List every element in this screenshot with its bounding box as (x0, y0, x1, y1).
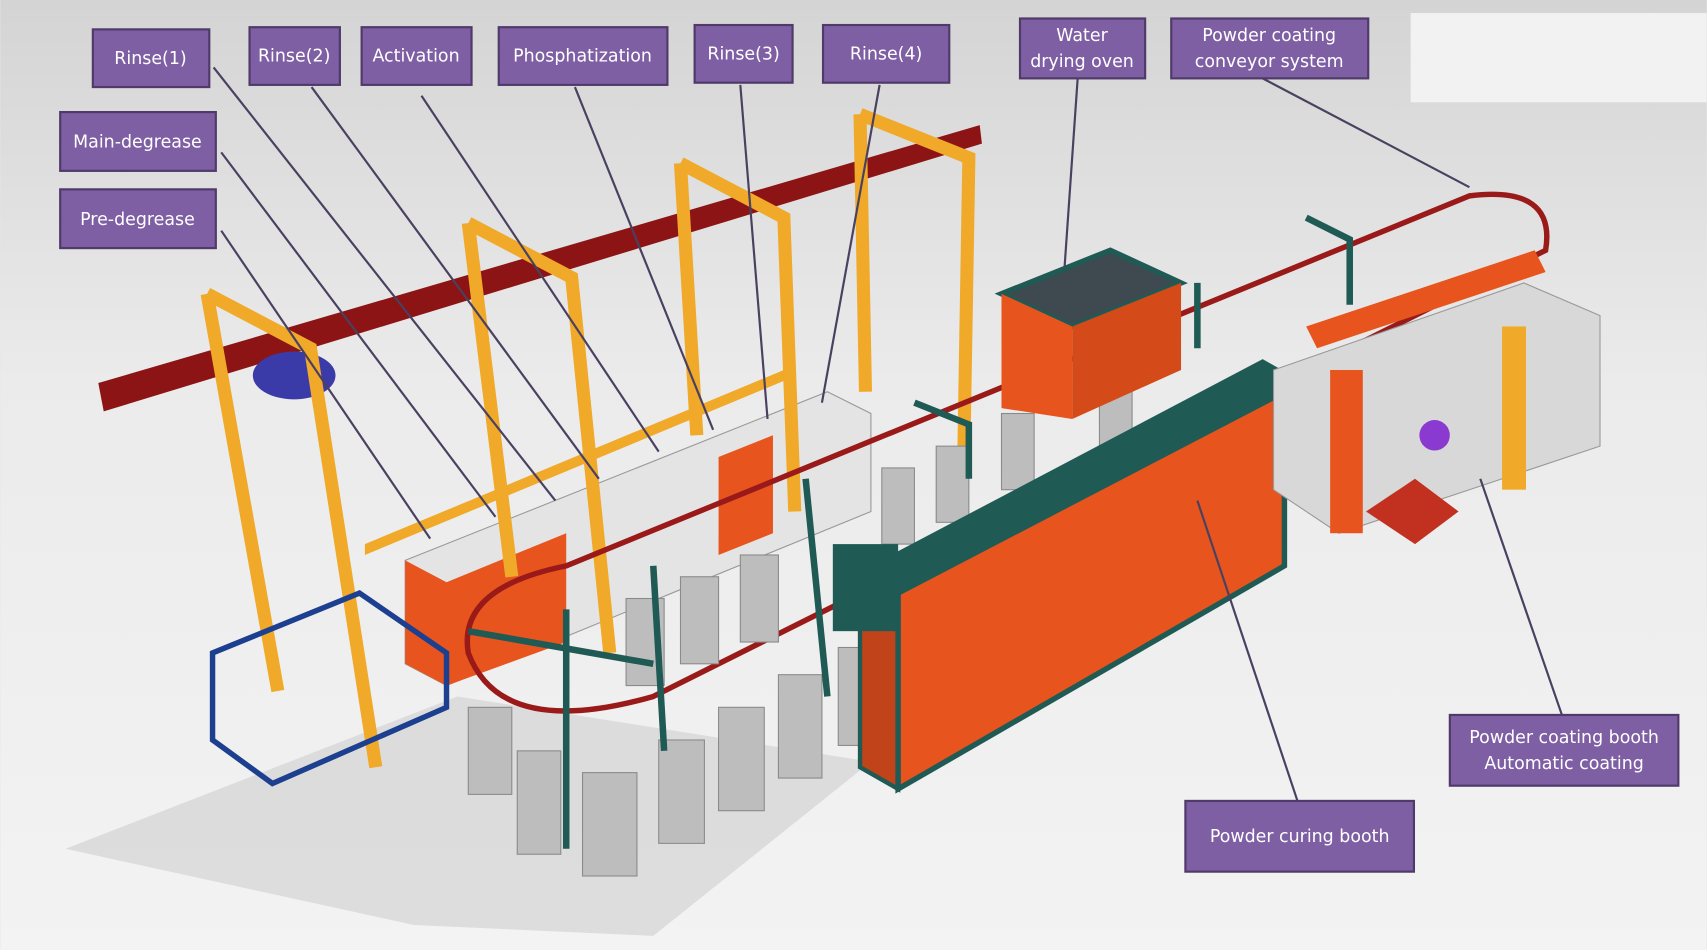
leader-activation (420, 95, 660, 453)
leader-curing-booth (1196, 500, 1299, 802)
label-text: Rinse(2) (258, 47, 330, 67)
label-text: Rinse(4) (850, 44, 922, 64)
label-text: Automatic coating (1484, 754, 1643, 774)
label-text: Pre-degrease (80, 210, 195, 230)
label-text: Powder coating (1202, 26, 1336, 46)
label-water-drying-oven: Water drying oven (1018, 17, 1147, 80)
leader-lines (212, 66, 1563, 802)
operator-figure (1419, 420, 1450, 451)
leader-rinse3 (739, 84, 769, 420)
label-conveyor-system: Powder coating conveyor system (1170, 17, 1370, 80)
leader-conveyor (1262, 77, 1470, 189)
leader-rinse2 (310, 86, 600, 480)
leader-rinse4 (820, 84, 881, 403)
leader-phosphatization (573, 86, 715, 431)
label-pre-degrease: Pre-degrease (59, 188, 217, 250)
label-text: Powder curing booth (1210, 827, 1390, 847)
label-main-degrease: Main-degrease (59, 110, 217, 172)
label-text: Main-degrease (73, 133, 202, 153)
loading-rack (209, 589, 450, 787)
label-text: Activation (372, 47, 459, 67)
label-activation: Activation (360, 26, 473, 86)
label-coating-booth: Powder coating booth Automatic coating (1448, 713, 1680, 787)
label-text: Rinse(1) (114, 49, 186, 69)
label-rinse2: Rinse(2) (248, 26, 341, 86)
top-right-panel (1410, 13, 1707, 103)
water-drying-oven (994, 247, 1188, 419)
conveyor-track (464, 191, 1550, 714)
label-rinse1: Rinse(1) (91, 28, 211, 89)
leader-rinse1 (212, 66, 557, 502)
leader-coating-booth (1479, 478, 1563, 716)
leader-water-oven (1063, 78, 1079, 267)
label-rinse3: Rinse(3) (693, 23, 794, 84)
label-phosphatization: Phosphatization (497, 26, 669, 86)
label-text: Water (1056, 26, 1108, 46)
label-text: Powder coating booth (1469, 728, 1659, 748)
label-text: Phosphatization (513, 47, 652, 67)
label-curing-booth: Powder curing booth (1184, 799, 1416, 873)
gantry-frames (200, 108, 976, 769)
leader-main-degrease (220, 151, 497, 518)
label-rinse4: Rinse(4) (821, 23, 951, 84)
label-text: Rinse(3) (707, 44, 779, 64)
teal-support-frames (467, 214, 1353, 849)
label-text: drying oven (1030, 52, 1134, 72)
leader-pre-degrease (220, 230, 432, 540)
powder-curing-oven (832, 359, 1301, 794)
powder-coating-booth (1273, 250, 1601, 545)
label-text: conveyor system (1195, 52, 1344, 72)
